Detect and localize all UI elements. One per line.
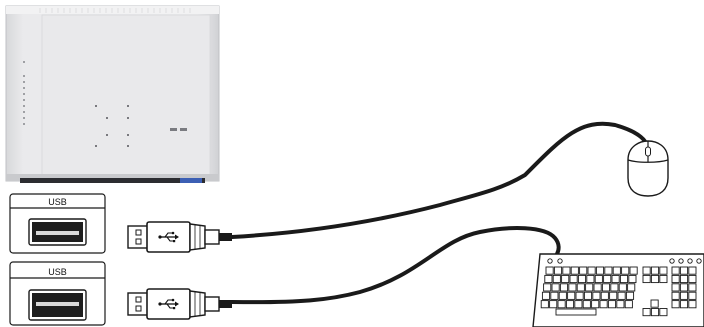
keyboard-key [577, 284, 584, 291]
keyboard-key [587, 275, 594, 282]
keyboard-key [651, 267, 658, 274]
port-label: USB [48, 267, 67, 277]
keyboard-key [689, 301, 696, 308]
keyboard-cable [232, 228, 559, 302]
keyboard-key [553, 275, 560, 282]
keyboard-key [542, 292, 549, 299]
keyboard-icon [533, 254, 704, 327]
keyboard-key [605, 267, 612, 274]
keyboard-key [612, 275, 619, 282]
keyboard-key [651, 275, 658, 282]
keyboard-key [672, 292, 679, 299]
panel-computer-icon [6, 6, 219, 183]
keyboard-key [672, 275, 679, 282]
keyboard-key [672, 284, 679, 291]
keyboard-key [580, 267, 587, 274]
keyboard-key [622, 267, 629, 274]
keyboard-key [628, 284, 635, 291]
port-label: USB [48, 197, 67, 207]
keyboard-key [660, 267, 667, 274]
keyboard-key [584, 292, 591, 299]
keyboard-key [619, 284, 626, 291]
keyboard-key [545, 275, 552, 282]
keyboard-key [600, 301, 607, 308]
keyboard-key [630, 267, 637, 274]
keyboard-key [680, 275, 687, 282]
keyboard-key [604, 275, 611, 282]
keyboard-key [558, 301, 565, 308]
usb-plug-1 [128, 222, 232, 252]
keyboard-key [672, 267, 679, 274]
usb-port-2: USB [10, 262, 105, 325]
keyboard-key [651, 309, 658, 316]
keyboard-key [576, 292, 583, 299]
usb-port-1: USB [10, 194, 105, 253]
keyboard-key [680, 284, 687, 291]
keyboard-key [546, 267, 553, 274]
keyboard-key [613, 267, 620, 274]
keyboard-key [554, 267, 561, 274]
keyboard-key [566, 301, 573, 308]
keyboard-key [602, 284, 609, 291]
keyboard-key [595, 275, 602, 282]
keyboard-key [575, 301, 582, 308]
keyboard-key [643, 275, 650, 282]
keyboard-key [643, 267, 650, 274]
keyboard-key [680, 301, 687, 308]
keyboard-key [569, 284, 576, 291]
keyboard-key [689, 267, 696, 274]
keyboard-key [626, 292, 633, 299]
keyboard-key [541, 301, 548, 308]
keyboard-key [570, 275, 577, 282]
keyboard-key [651, 300, 658, 307]
keyboard-key [594, 284, 601, 291]
keyboard-key [562, 275, 569, 282]
keyboard-key [563, 267, 570, 274]
keyboard-key [610, 292, 617, 299]
keyboard-key [643, 309, 650, 316]
keyboard-key [552, 284, 559, 291]
keyboard-key [588, 267, 595, 274]
keyboard-key [592, 301, 599, 308]
keyboard-key [550, 301, 557, 308]
keyboard-key [568, 292, 575, 299]
keyboard-key [611, 284, 618, 291]
keyboard-key [620, 275, 627, 282]
keyboard-key [559, 292, 566, 299]
keyboard-key [593, 292, 600, 299]
keyboard-key [608, 301, 615, 308]
keyboard-key [556, 309, 596, 315]
keyboard-key [680, 292, 687, 299]
keyboard-key [680, 267, 687, 274]
keyboard-key [551, 292, 558, 299]
keyboard-key [689, 275, 696, 282]
mouse-icon [628, 141, 668, 196]
keyboard-key [571, 267, 578, 274]
keyboard-key [618, 292, 625, 299]
usb-plug-2 [128, 289, 232, 319]
keyboard-key [601, 292, 608, 299]
keyboard-key [660, 309, 667, 316]
keyboard-key [660, 275, 667, 282]
keyboard-key [617, 301, 624, 308]
keyboard-key [578, 275, 585, 282]
keyboard-key [596, 267, 603, 274]
keyboard-key [689, 292, 696, 299]
keyboard-key [583, 301, 590, 308]
keyboard-key [625, 301, 632, 308]
keyboard-key [672, 301, 679, 308]
mouse-cable [232, 124, 646, 237]
keyboard-key [544, 284, 551, 291]
keyboard-key [689, 284, 696, 291]
keyboard-key [560, 284, 567, 291]
keyboard-key [629, 275, 636, 282]
keyboard-key [586, 284, 593, 291]
